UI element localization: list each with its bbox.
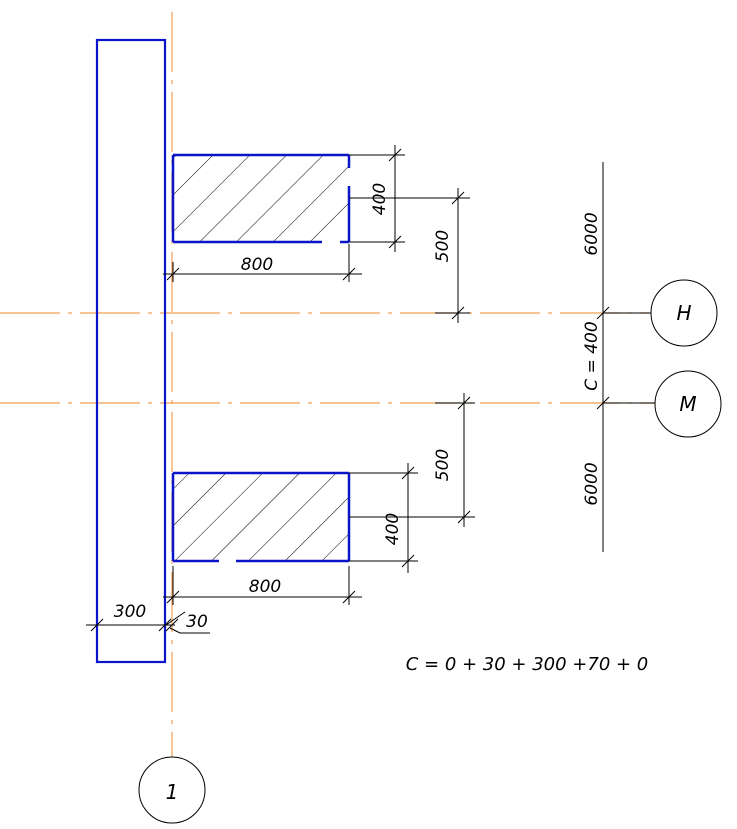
- dim-lower-block-height: 400: [383, 513, 403, 545]
- dim-right-bottom: 6000: [582, 462, 602, 505]
- dim-lower-offset: 500: [433, 449, 453, 481]
- dim-right-mid: С = 400: [582, 321, 602, 390]
- wall: [95, 38, 167, 664]
- dim-upper-block-width: 800: [241, 255, 273, 275]
- upper-block-hatch: [173, 155, 349, 242]
- axis-bubble-h: [650, 279, 718, 347]
- axis-bubble-m: [654, 370, 722, 438]
- dim-right-top: 6000: [582, 212, 602, 255]
- axis-label-m: М: [679, 392, 696, 416]
- lower-block-hatch: [173, 473, 349, 561]
- upper-block: [171, 153, 351, 244]
- formula: С = 0 + 30 + 300 +70 + 0: [406, 654, 649, 675]
- axis-bubble-1: [138, 756, 206, 824]
- dimension-lines: [86, 145, 655, 634]
- dim-lower-block-width: 800: [249, 577, 281, 597]
- dim-upper-offset: 500: [433, 230, 453, 262]
- dim-upper-block-height: 400: [370, 183, 390, 215]
- axis-label-1: 1: [166, 780, 179, 804]
- axis-label-h: Н: [676, 301, 691, 325]
- dim-gap: 30: [186, 612, 208, 632]
- dim-wall-thickness: 300: [114, 602, 146, 622]
